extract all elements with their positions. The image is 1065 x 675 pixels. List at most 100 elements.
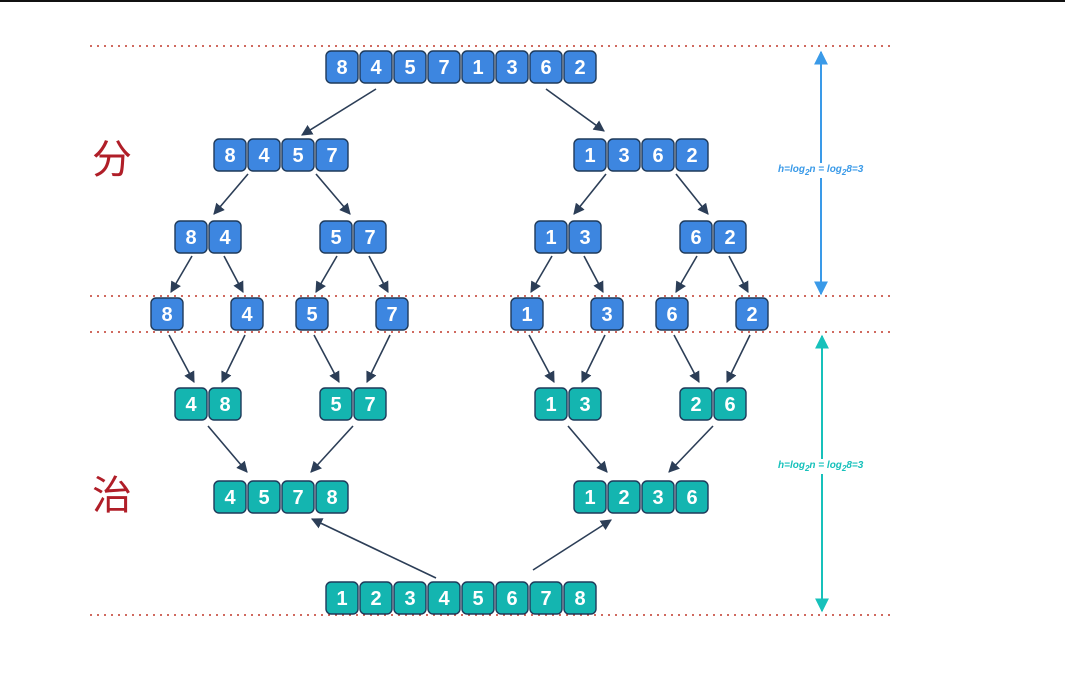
cell-value: 8 [224,145,235,167]
array-cell [315,138,349,172]
array-cell [325,50,359,84]
divide-level3-group: 5 [295,297,329,331]
cell-value: 6 [724,394,735,416]
top-border-rule [0,0,1065,2]
cell-value: 3 [404,588,415,610]
conquer-label: 治 [92,473,132,519]
tree-arrow [223,255,244,293]
array-cell [353,387,387,421]
cell-value: 2 [686,145,697,167]
tree-arrow [313,334,340,383]
cell-value: 4 [241,304,253,326]
array-cell [174,387,208,421]
cell-value: 5 [330,227,341,249]
tree-arrow [528,334,555,383]
tree-arrows [168,88,751,579]
tree-arrow [213,173,249,215]
cell-value: 2 [574,57,585,79]
cell-value: 4 [370,57,382,79]
height-label-sub: 2 [804,464,810,473]
array-cell [568,387,602,421]
array-cell [510,297,544,331]
tree-arrow [581,334,606,384]
array-cell [393,50,427,84]
divide-level3-group: 1 [510,297,544,331]
tree-arrow [668,425,714,473]
array-cell [655,297,689,331]
tree-arrow [726,334,751,384]
tree-arrow [530,255,553,293]
array-cell [247,138,281,172]
cell-value: 4 [438,588,450,610]
array-cell [281,138,315,172]
tree-arrow [168,334,195,383]
tree-arrow [315,173,351,215]
array-cell [713,220,747,254]
tree-arrow [675,255,698,293]
divide-label: 分 [92,137,132,183]
array-cell [427,581,461,615]
array-cell [534,387,568,421]
cell-value: 3 [579,227,590,249]
cell-value: 7 [540,588,551,610]
cell-value: 8 [326,487,337,509]
cell-value: 6 [506,588,517,610]
array-cell [495,581,529,615]
cell-value: 5 [306,304,317,326]
tree-arrow [368,255,389,293]
cell-value: 1 [336,588,347,610]
cell-value: 1 [545,227,556,249]
array-cell [353,220,387,254]
array-cell [295,297,329,331]
array-cell [213,138,247,172]
array-cell [529,50,563,84]
cell-value: 6 [690,227,701,249]
array-cell [679,387,713,421]
array-cell [319,220,353,254]
divide-level3-group: 2 [735,297,769,331]
tree-arrow [310,425,354,473]
cell-value: 7 [364,227,375,249]
cell-value: 8 [336,57,347,79]
array-cell [641,480,675,514]
array-cell [675,138,709,172]
height-label-mid: n = log [809,460,842,471]
cell-value: 8 [185,227,196,249]
cell-value: 5 [292,145,303,167]
tree-arrow [315,255,338,293]
array-cell [607,480,641,514]
array-cell [590,297,624,331]
height-label-sub: 2 [841,168,847,177]
array-cell [208,387,242,421]
tree-arrow [366,334,391,384]
array-cell [461,581,495,615]
cell-value: 6 [686,487,697,509]
tree-arrow [728,255,749,293]
array-cell [281,480,315,514]
height-label-sub: 2 [841,464,847,473]
cell-value: 1 [584,145,595,167]
array-cell [213,480,247,514]
array-cell [573,138,607,172]
array-cell [563,581,597,615]
cell-value: 3 [579,394,590,416]
array-cell [675,480,709,514]
height-label-mid: n = log [809,164,842,175]
tree-arrow [545,88,605,132]
array-cell [359,581,393,615]
cell-value: 2 [690,394,701,416]
cell-value: 5 [258,487,269,509]
array-cell [325,581,359,615]
cell-value: 3 [652,487,663,509]
array-cell [230,297,264,331]
